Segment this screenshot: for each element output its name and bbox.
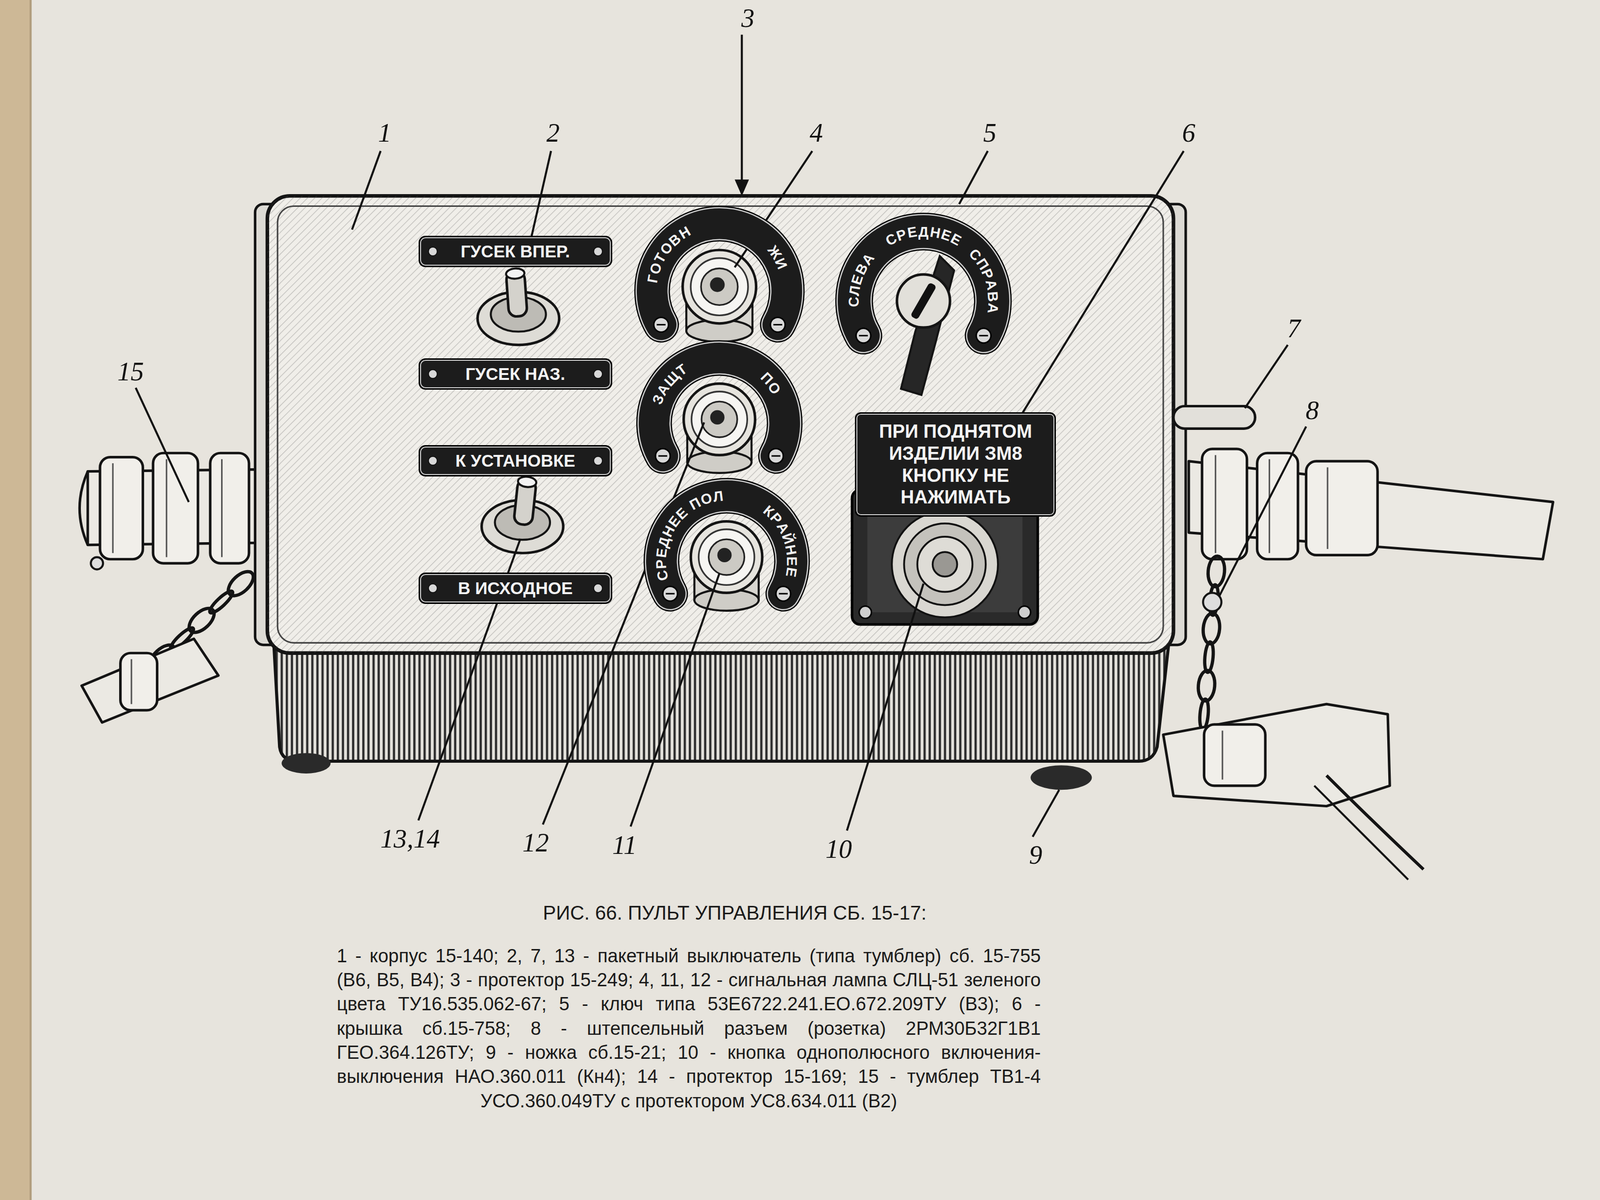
illustration-part xyxy=(254,196,1255,791)
callout-number: 6 xyxy=(1182,117,1196,149)
leader-line xyxy=(630,573,720,827)
leader-line xyxy=(1219,426,1307,597)
callout-number: 4 xyxy=(809,117,824,149)
leader-line xyxy=(1032,789,1060,837)
arc-letter: Е xyxy=(653,547,670,559)
arc-letter: А xyxy=(984,302,1000,315)
leader-line xyxy=(351,150,381,230)
plate-label: В ИСХОДНОЕ xyxy=(448,578,583,599)
leader-line xyxy=(959,150,988,204)
name-plate: В ИСХОДНОЕ xyxy=(418,572,613,604)
illustration-part xyxy=(690,521,763,611)
arc-letter: Н xyxy=(782,543,799,557)
callout-number: 1 xyxy=(377,117,392,149)
arc-letter: Д xyxy=(918,224,929,239)
callout-number: 8 xyxy=(1305,395,1319,426)
leader-line xyxy=(847,583,924,831)
arc-letter: А xyxy=(982,277,1000,292)
callout-number: 9 xyxy=(1028,839,1043,871)
illustration-part xyxy=(897,255,955,395)
plate-label: К УСТАНОВКЕ xyxy=(448,450,583,471)
leader-line xyxy=(734,150,813,268)
name-plate: К УСТАНОВКЕ xyxy=(418,445,613,477)
indicator-arc-plate: СЛЕВАСРЕДНЕЕСПРАВА xyxy=(826,204,1021,398)
indicator-arc-plate: СРЕДНЕЕ ПОЛКРАЙНЕЕ xyxy=(635,469,819,653)
callout-number: 3 xyxy=(741,2,755,34)
name-plate: ГУСЕК НАЗ. xyxy=(418,358,613,390)
illustration-part xyxy=(682,250,757,342)
leader-line xyxy=(1245,345,1288,409)
callout-number: 13,14 xyxy=(380,823,441,854)
arc-label: СПРАВА xyxy=(826,204,1021,398)
arc-letter: Р xyxy=(653,558,669,570)
leader-line xyxy=(740,34,743,184)
leader-line xyxy=(135,387,189,502)
figure-caption: РИС. 66. ПУЛЬТ УПРАВЛЕНИЯ СБ. 15-17: xyxy=(542,901,927,925)
name-plate: ГУСЕК ВПЕР. xyxy=(418,235,613,268)
arc-letter: Е xyxy=(906,225,919,241)
warning-cover-plate: ПРИ ПОДНЯТОМ ИЗДЕЛИИ ЗМ8 КНОПКУ НЕ НАЖИМ… xyxy=(854,412,1056,517)
illustration-part xyxy=(0,0,31,1200)
callout-number: 7 xyxy=(1287,313,1301,344)
leader-line xyxy=(1020,150,1184,417)
arrowhead xyxy=(734,179,750,196)
arc-letter: Л xyxy=(712,488,725,504)
arc-label: КРАЙНЕЕ xyxy=(635,469,819,653)
callout-number: 11 xyxy=(612,829,637,861)
arc-letter: Л xyxy=(847,284,863,297)
arc-letter: С xyxy=(847,297,862,308)
plate-label: ГУСЕК НАЗ. xyxy=(448,364,583,384)
illustration-part xyxy=(683,383,756,474)
leader-lines xyxy=(135,34,1307,837)
illustration-part xyxy=(477,267,560,345)
arc-letter: В xyxy=(985,290,1000,302)
arc-letter: Е xyxy=(783,566,800,578)
warning-text: ПРИ ПОДНЯТОМ ИЗДЕЛИИ ЗМ8 КНОПКУ НЕ НАЖИМ… xyxy=(868,420,1043,509)
leader-line xyxy=(542,422,704,825)
callout-number: 5 xyxy=(983,117,997,149)
plate-label: ГУСЕК ВПЕР. xyxy=(448,241,583,262)
callout-number: 12 xyxy=(522,827,550,858)
callout-number: 2 xyxy=(546,117,560,149)
callout-number: 15 xyxy=(117,356,144,387)
arc-letter: С xyxy=(654,568,672,582)
callout-number: 10 xyxy=(825,833,852,865)
arc-letter: Е xyxy=(784,556,800,566)
illustration-part xyxy=(481,475,564,554)
parts-list: 1 - корпус 15-140; 2, 7, 13 - пакетный в… xyxy=(336,944,1041,1114)
